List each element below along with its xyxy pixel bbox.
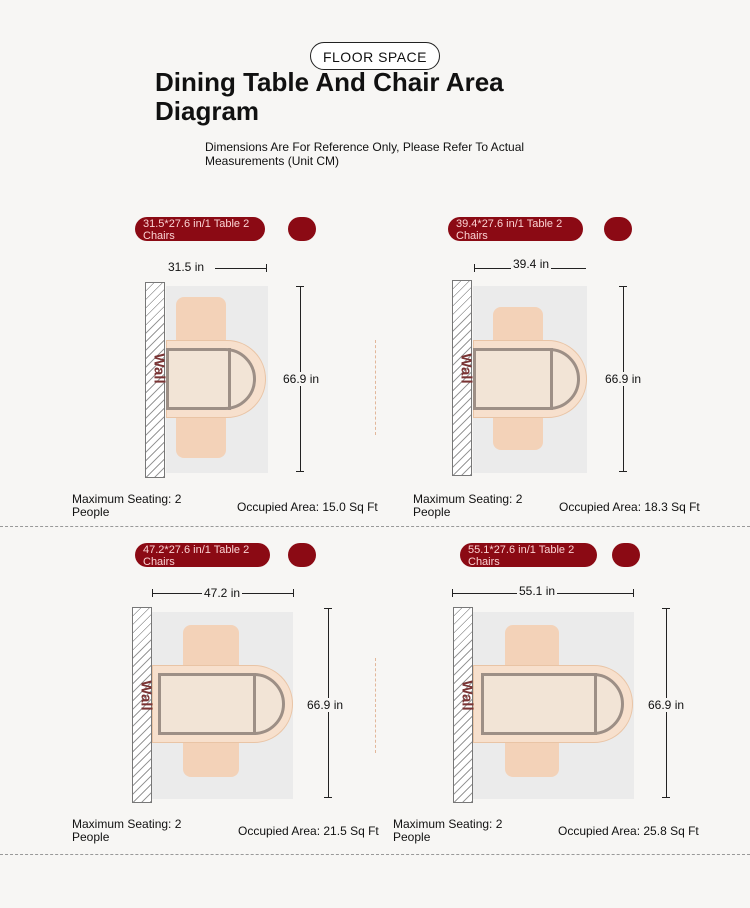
width-tick <box>633 589 634 597</box>
max-seating: Maximum Seating: 2 People <box>413 492 523 519</box>
size-pill: 39.4*27.6 in/1 Table 2 Chairs <box>448 217 583 241</box>
width-tick <box>452 589 453 597</box>
occupied-area: Occupied Area: 25.8 Sq Ft <box>558 824 699 838</box>
table-frame-divider <box>228 348 231 410</box>
row-divider-1 <box>0 526 750 527</box>
height-label: 66.9 in <box>283 372 320 386</box>
table-frame <box>166 348 256 410</box>
table-frame-divider <box>253 673 256 735</box>
max-seating: Maximum Seating: 2 People <box>72 817 182 844</box>
width-dimension-line <box>215 268 267 269</box>
accent-dot <box>288 543 316 567</box>
table-frame-divider <box>550 348 553 410</box>
width-tick <box>474 264 475 272</box>
wall-label: Wall <box>457 353 475 384</box>
accent-dot <box>612 543 640 567</box>
height-tick <box>296 286 304 287</box>
wall-label: Wall <box>137 680 155 711</box>
width-label: 55.1 in <box>517 584 558 598</box>
height-label: 66.9 in <box>307 698 344 712</box>
table-frame-divider <box>594 673 597 735</box>
table-frame <box>158 673 285 735</box>
chair <box>176 297 226 347</box>
occupied-area: Occupied Area: 15.0 Sq Ft <box>237 500 378 514</box>
floor-space-badge: FLOOR SPACE <box>310 42 440 70</box>
width-label: 39.4 in <box>511 257 552 271</box>
center-divider-bottom <box>375 658 376 753</box>
max-seating: Maximum Seating: 2 People <box>72 492 182 519</box>
width-tick <box>152 589 153 597</box>
height-tick <box>619 471 627 472</box>
center-divider-top <box>375 340 376 435</box>
width-label: 47.2 in <box>202 586 243 600</box>
height-tick <box>324 797 332 798</box>
accent-dot <box>604 217 632 241</box>
height-tick <box>662 608 670 609</box>
accent-dot <box>288 217 316 241</box>
wall <box>132 607 152 803</box>
height-label: 66.9 in <box>605 372 642 386</box>
wall <box>452 280 472 476</box>
size-pill: 47.2*27.6 in/1 Table 2 Chairs <box>135 543 270 567</box>
wall <box>453 607 473 803</box>
height-tick <box>662 797 670 798</box>
occupied-area: Occupied Area: 18.3 Sq Ft <box>559 500 700 514</box>
size-pill: 55.1*27.6 in/1 Table 2 Chairs <box>460 543 597 567</box>
height-tick <box>324 608 332 609</box>
width-tick <box>266 264 267 272</box>
width-label: 31.5 in <box>168 260 205 274</box>
wall <box>145 282 165 478</box>
occupied-area: Occupied Area: 21.5 Sq Ft <box>238 824 379 838</box>
wall-label: Wall <box>458 680 476 711</box>
width-tick <box>293 589 294 597</box>
table-frame <box>481 673 624 735</box>
height-label: 66.9 in <box>648 698 685 712</box>
size-pill: 31.5*27.6 in/1 Table 2 Chairs <box>135 217 265 241</box>
wall-label: Wall <box>150 353 168 384</box>
table-frame <box>473 348 580 410</box>
page-title: Dining Table And Chair Area Diagram <box>155 67 504 126</box>
page-subtitle: Dimensions Are For Reference Only, Pleas… <box>205 140 525 168</box>
max-seating: Maximum Seating: 2 People <box>393 817 503 844</box>
height-tick <box>619 286 627 287</box>
row-divider-2 <box>0 854 750 855</box>
height-tick <box>296 471 304 472</box>
